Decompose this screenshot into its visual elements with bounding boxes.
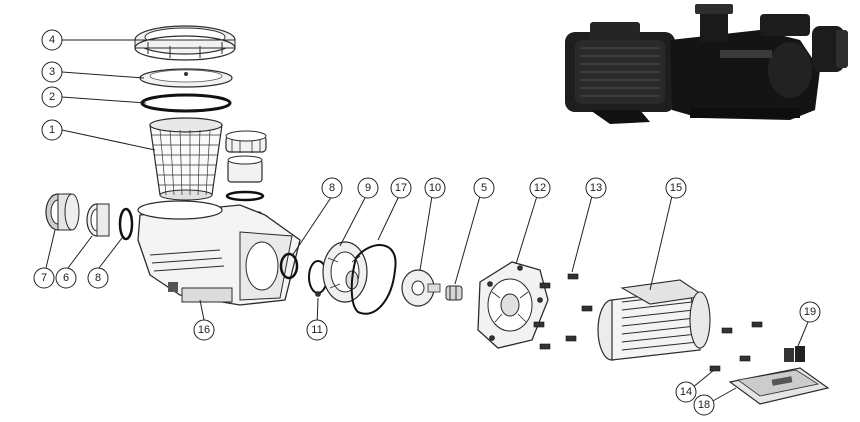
callout-15: 15 [665, 177, 687, 199]
callout-6: 6 [55, 267, 77, 289]
callout-10: 10 [424, 177, 446, 199]
part-motor [597, 279, 711, 361]
callout-5: 5 [473, 177, 495, 199]
svg-text:8: 8 [329, 182, 335, 194]
svg-text:8: 8 [95, 272, 101, 284]
part-union-o-ring [225, 190, 265, 202]
callout-8: 8 [87, 267, 109, 289]
part-lid-o-ring [140, 93, 232, 113]
leader-lines [45, 39, 809, 403]
callout-8-second: 8 [321, 177, 343, 199]
callout-19: 19 [799, 301, 821, 323]
part-lid [139, 68, 233, 88]
part-switch [784, 346, 805, 362]
callout-9: 9 [357, 177, 379, 199]
svg-text:9: 9 [365, 182, 371, 194]
part-seal-plate-gasket [350, 244, 397, 315]
part-controller-cover [728, 367, 830, 405]
pump-photo [565, 4, 848, 124]
svg-text:3: 3 [49, 66, 55, 78]
part-bolts [533, 273, 763, 372]
callout-3: 3 [41, 61, 63, 83]
svg-text:19: 19 [804, 306, 816, 318]
svg-text:11: 11 [311, 324, 322, 336]
part-front-union-tail [86, 203, 110, 237]
part-union-nut-top [225, 130, 267, 153]
svg-text:17: 17 [395, 182, 407, 194]
svg-text:2: 2 [49, 91, 55, 103]
part-front-union-nut [45, 193, 80, 231]
svg-text:12: 12 [534, 182, 546, 194]
svg-text:16: 16 [198, 324, 210, 336]
part-pump-housing [137, 200, 301, 306]
part-front-o-ring [118, 207, 134, 241]
callout-2: 2 [41, 86, 63, 108]
callout-7: 7 [33, 267, 55, 289]
svg-text:6: 6 [63, 272, 69, 284]
callout-13: 13 [585, 177, 607, 199]
callout-14: 14 [675, 381, 697, 403]
part-diffuser [322, 241, 368, 303]
part-lid-ring [134, 25, 236, 61]
svg-text:13: 13 [590, 182, 602, 194]
part-impeller [401, 269, 441, 307]
svg-text:5: 5 [481, 182, 487, 194]
part-union-tail [227, 155, 263, 183]
part-seal-plate [477, 261, 549, 349]
svg-text:18: 18 [698, 399, 710, 411]
part-basket [149, 117, 223, 201]
svg-text:10: 10 [429, 182, 441, 194]
callout-16: 16 [193, 319, 215, 341]
callout-12: 12 [529, 177, 551, 199]
svg-text:1: 1 [49, 124, 55, 136]
callout-4: 4 [41, 29, 63, 51]
callout-18: 18 [693, 394, 715, 416]
svg-text:14: 14 [680, 386, 692, 398]
part-mechanical-seal [445, 285, 463, 301]
part-housing-o-ring [279, 252, 299, 280]
part-small-bolt [315, 291, 321, 297]
svg-text:4: 4 [49, 34, 55, 46]
svg-text:15: 15 [670, 182, 682, 194]
svg-text:7: 7 [41, 272, 47, 284]
callout-1: 1 [41, 119, 63, 141]
callout-11: 11 [306, 319, 328, 341]
callout-17: 17 [390, 177, 412, 199]
